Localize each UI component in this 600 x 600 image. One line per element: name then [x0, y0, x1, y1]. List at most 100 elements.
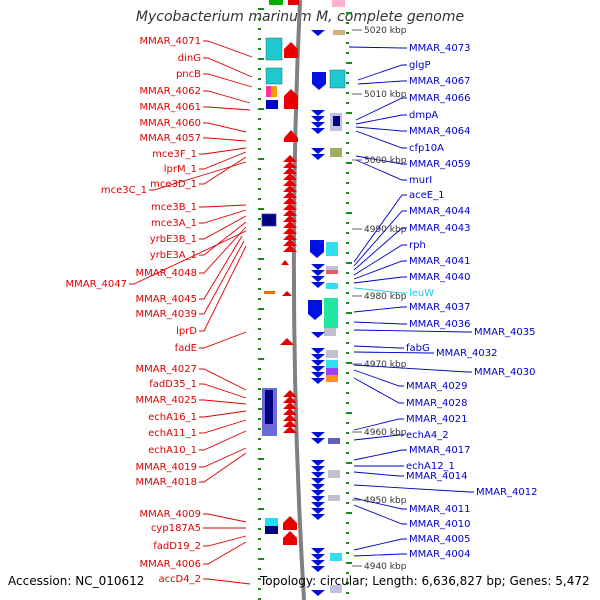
right-gene-label[interactable]: MMAR_4064 [409, 126, 471, 137]
left-gene-label[interactable]: MMAR_4027 [136, 364, 198, 375]
gene-box [288, 0, 299, 5]
left-label-connectors [129, 40, 253, 585]
right-gene-label[interactable]: MMAR_4028 [406, 398, 468, 409]
right-gene-label[interactable]: MMAR_4005 [409, 534, 471, 545]
left-gene-label[interactable]: mce3A_1 [151, 218, 197, 229]
left-gene-label[interactable]: echA10_1 [148, 445, 197, 456]
left-gene-label[interactable]: echA16_1 [148, 412, 197, 423]
right-gene-label[interactable]: MMAR_4044 [409, 206, 471, 217]
left-gene-label[interactable]: MMAR_4047 [66, 279, 128, 290]
gene-arrow [312, 72, 326, 90]
right-gene-label[interactable]: MMAR_4029 [406, 381, 468, 392]
left-gene-label[interactable]: echA11_1 [148, 428, 197, 439]
gene-box [264, 291, 275, 294]
right-gene-label[interactable]: MMAR_4010 [409, 519, 471, 530]
right-gene-label[interactable]: MMAR_4014 [406, 471, 468, 482]
left-gene-label[interactable]: MMAR_4019 [136, 462, 198, 473]
right-gene-label[interactable]: echA4_2 [406, 430, 449, 441]
right-gene-label[interactable]: dmpA [409, 110, 438, 121]
left-gene-label[interactable]: yrbE3A_1 [150, 250, 197, 261]
left-gene-label[interactable]: MMAR_4025 [136, 395, 198, 406]
gene-arrow [311, 128, 325, 134]
tick-mark [346, 202, 349, 204]
gene-arrow [283, 396, 297, 403]
right-gene-label[interactable]: MMAR_4037 [409, 302, 471, 313]
tick-mark [346, 52, 349, 54]
gene-arrow [283, 239, 297, 246]
right-gene-label[interactable]: MMAR_4067 [409, 76, 471, 87]
left-gene-label[interactable]: mce3D_1 [150, 179, 197, 190]
left-gene-label[interactable]: MMAR_4006 [140, 559, 202, 570]
left-gene-label[interactable]: MMAR_4045 [136, 294, 198, 305]
right-gene-label[interactable]: rph [409, 240, 426, 251]
left-gene-label[interactable]: MMAR_4071 [140, 36, 202, 47]
left-gene-label[interactable]: lprD [176, 326, 197, 337]
left-gene-label[interactable]: accD4_2 [158, 574, 201, 585]
right-gene-label[interactable]: MMAR_4021 [406, 414, 468, 425]
connector-line [199, 204, 247, 208]
right-gene-label[interactable]: MMAR_4035 [474, 327, 536, 338]
gene-arrow [283, 191, 297, 198]
right-gene-label[interactable]: MMAR_4032 [436, 348, 498, 359]
right-gene-label[interactable]: MMAR_4036 [409, 319, 471, 330]
gene-arrow [283, 167, 297, 174]
left-gene-label[interactable]: pncB [176, 69, 201, 80]
gene-arrow [308, 300, 322, 320]
left-gene-label[interactable]: MMAR_4060 [140, 118, 202, 129]
left-gene-label[interactable]: fadD19_2 [153, 541, 201, 552]
right-gene-label[interactable]: fabG [406, 343, 430, 354]
right-gene-label[interactable]: MMAR_4040 [409, 272, 471, 283]
tick-mark [258, 248, 261, 250]
left-gene-label[interactable]: MMAR_4061 [140, 102, 202, 113]
tick-mark [346, 172, 349, 174]
left-gene-label[interactable]: mce3B_1 [151, 202, 197, 213]
left-gene-label[interactable]: MMAR_4057 [140, 133, 202, 144]
tick-mark [258, 68, 261, 70]
left-gene-label[interactable]: mce3C_1 [101, 185, 147, 196]
right-gene-label[interactable]: aceE_1 [409, 190, 444, 201]
left-gene-label[interactable]: dinG [178, 53, 201, 64]
right-gene-label[interactable]: MMAR_4030 [474, 367, 536, 378]
gene-box [326, 375, 338, 382]
left-gene-label[interactable]: MMAR_4062 [140, 86, 202, 97]
connector-line [355, 97, 407, 121]
tick-mark [258, 88, 261, 90]
right-gene-label[interactable]: cfp10A [409, 143, 444, 154]
right-gene-label[interactable]: MMAR_4073 [409, 43, 471, 54]
right-gene-label[interactable]: MMAR_4011 [409, 504, 471, 515]
gene-arrow [283, 390, 297, 397]
left-gene-label[interactable]: MMAR_4039 [136, 309, 198, 320]
gene-arrow [311, 438, 325, 444]
right-gene-label[interactable]: MMAR_4043 [409, 223, 471, 234]
left-gene-label[interactable]: MMAR_4048 [136, 268, 198, 279]
right-gene-label[interactable]: leuW [409, 288, 434, 299]
connector-line [199, 383, 247, 399]
left-gene-label[interactable]: fadE [175, 343, 197, 354]
tick-mark [346, 402, 349, 404]
tick-mark [258, 138, 261, 140]
right-gene-label[interactable]: MMAR_4059 [409, 159, 471, 170]
connector-line [203, 137, 247, 142]
left-gene-label[interactable]: fadD35_1 [149, 379, 197, 390]
tick-mark [346, 132, 349, 134]
left-gene-label[interactable]: lprM_1 [164, 164, 197, 175]
right-gene-label[interactable]: glgP [409, 60, 431, 71]
gene-box [265, 37, 283, 61]
right-gene-label[interactable]: MMAR_4004 [409, 549, 471, 560]
right-gene-label[interactable]: MMAR_4041 [409, 256, 471, 267]
right-gene-label[interactable]: murI [409, 175, 432, 186]
tick-mark [258, 258, 264, 260]
tick-mark [346, 292, 349, 294]
left-gene-label[interactable]: yrbE3B_1 [150, 234, 197, 245]
right-gene-label[interactable]: MMAR_4066 [409, 93, 471, 104]
left-gene-label[interactable]: mce3F_1 [152, 149, 197, 160]
left-gene-label[interactable]: cyp187A5 [151, 523, 201, 534]
right-gene-label[interactable]: MMAR_4017 [409, 445, 471, 456]
left-gene-label[interactable]: MMAR_4009 [140, 509, 202, 520]
right-gene-label[interactable]: echA12_1 [406, 461, 455, 472]
connector-line [353, 345, 404, 349]
right-gene-label[interactable]: MMAR_4012 [476, 487, 538, 498]
left-gene-label[interactable]: MMAR_4018 [136, 477, 198, 488]
